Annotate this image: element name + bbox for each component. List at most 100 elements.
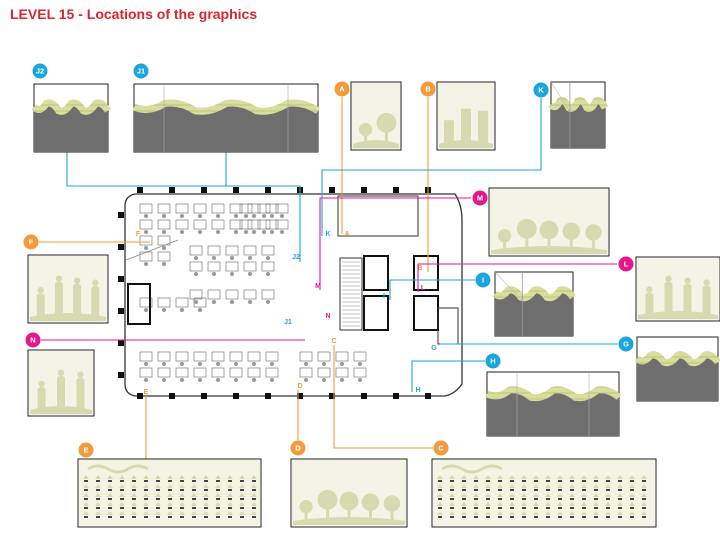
marker-b: B [420, 81, 436, 97]
workstation [317, 351, 331, 362]
workstation [275, 203, 289, 214]
graphic-thumbnail-a [350, 81, 402, 151]
chair [280, 230, 284, 234]
workstation [317, 367, 331, 378]
chair [234, 214, 238, 218]
chair [304, 362, 308, 366]
marker-label-g: G [623, 340, 629, 349]
workstation [229, 219, 243, 230]
graphic-thumbnail-j1 [132, 83, 320, 153]
workstation [175, 367, 189, 378]
plan-label-a: A [344, 231, 349, 238]
plan-label-n: N [325, 313, 330, 320]
workstation [193, 367, 207, 378]
lift-core [363, 255, 389, 291]
graphic-thumbnail-b [436, 81, 496, 151]
graphic-thumbnail-g [634, 336, 720, 402]
marker-label-h: H [490, 357, 495, 366]
workstation [193, 219, 207, 230]
chair [216, 378, 220, 382]
marker-label-e: E [83, 446, 88, 455]
workstation [193, 297, 207, 308]
structural-column [361, 187, 367, 193]
workstation [157, 219, 171, 230]
chair [180, 230, 184, 234]
workstation [247, 203, 261, 214]
graphic-thumbnail-n [27, 349, 95, 417]
graphic-thumbnail-k [548, 81, 609, 149]
workstation [225, 261, 239, 272]
chair [230, 272, 234, 276]
workstation [261, 289, 275, 300]
structural-column [393, 393, 399, 399]
marker-k: K [533, 82, 549, 98]
lift-core [413, 255, 439, 291]
chair [322, 378, 326, 382]
structural-column [361, 393, 367, 399]
structural-column [329, 393, 335, 399]
workstation [139, 235, 153, 246]
chair [248, 272, 252, 276]
workstation [189, 289, 203, 300]
chair [180, 214, 184, 218]
structural-column [118, 372, 124, 378]
workstation [275, 219, 289, 230]
structural-column [233, 187, 239, 193]
plan-label-d: D [297, 383, 302, 390]
marker-label-j1: J1 [137, 67, 145, 76]
marker-h: H [485, 353, 501, 369]
structural-column [118, 212, 124, 218]
workstation [211, 203, 225, 214]
plan-label-f: F [136, 231, 141, 238]
marker-m: M [472, 190, 488, 206]
chair [280, 214, 284, 218]
marker-label-m: M [477, 194, 483, 203]
graphic-thumbnail-c [431, 458, 657, 528]
structural-column [118, 244, 124, 250]
building-outline [124, 193, 463, 397]
chair [216, 362, 220, 366]
workstation [265, 351, 279, 362]
leader-line-i [389, 279, 475, 300]
leader-line-l [417, 263, 617, 292]
chair [180, 378, 184, 382]
workstation [247, 219, 261, 230]
chair [144, 308, 148, 312]
secondary-stair [127, 283, 151, 325]
workstation [239, 219, 253, 230]
chair [230, 300, 234, 304]
marker-label-n: N [30, 336, 35, 345]
chair [216, 214, 220, 218]
chair [144, 230, 148, 234]
structural-column [329, 187, 335, 193]
workstation [261, 245, 275, 256]
chair [358, 378, 362, 382]
leader-line-j2 [66, 152, 301, 262]
chair [144, 262, 148, 266]
workstation [175, 203, 189, 214]
structural-column [137, 393, 143, 399]
workstation [247, 351, 261, 362]
plan-label-k: K [325, 231, 330, 238]
chair [198, 362, 202, 366]
chair [248, 256, 252, 260]
marker-n: N [25, 332, 41, 348]
chair [162, 262, 166, 266]
structural-column [393, 187, 399, 193]
workstation [335, 351, 349, 362]
chair [248, 300, 252, 304]
washroom-block [337, 195, 419, 237]
marker-i: I [475, 272, 491, 288]
marker-j1: J1 [133, 63, 149, 79]
chair [212, 272, 216, 276]
chair [180, 362, 184, 366]
chair [322, 362, 326, 366]
chair [198, 214, 202, 218]
workstation [211, 367, 225, 378]
chair [252, 378, 256, 382]
structural-column [137, 187, 143, 193]
chair [162, 362, 166, 366]
chair [162, 378, 166, 382]
chair [162, 246, 166, 250]
